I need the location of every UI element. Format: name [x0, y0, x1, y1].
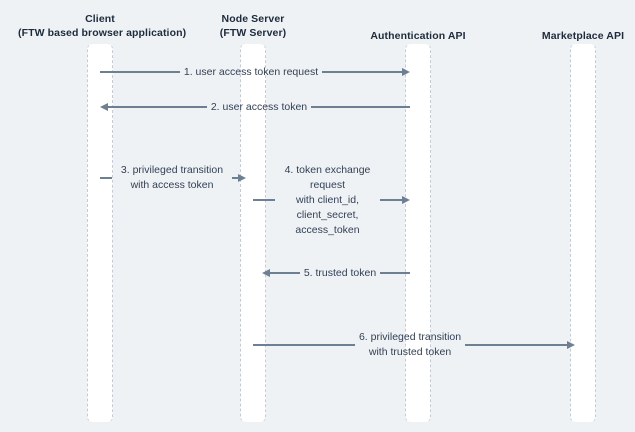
message-line-left — [253, 199, 275, 201]
participant-name-line1: Client — [85, 13, 115, 25]
lifeline-marketplace-api — [570, 44, 596, 422]
message-label: 6. privileged transition with trusted to… — [358, 331, 462, 358]
arrow-head-right-icon — [567, 341, 576, 349]
arrow-head-left-icon — [100, 103, 108, 111]
message-label: 3. privileged transition with access tok… — [120, 164, 224, 191]
message-line-right — [465, 344, 568, 346]
participant-name-line2: (FTW based browser application) — [18, 27, 187, 39]
participant-header-client: Client (FTW based browser application) — [18, 12, 187, 40]
message-line-right — [311, 106, 410, 108]
message-line-right — [232, 177, 238, 179]
participant-header-marketplace-api: Marketplace API — [513, 29, 635, 43]
message-label: 5. trusted token — [303, 266, 377, 279]
message-label: 2. user access token — [210, 100, 308, 113]
message-line-left — [270, 272, 300, 274]
message-line-left — [100, 177, 112, 179]
message-5-trusted-token: 5. trusted token — [262, 265, 411, 281]
arrow-head-right-icon — [402, 68, 410, 76]
participant-name-line1: Marketplace API — [541, 30, 625, 42]
message-line-left — [100, 71, 180, 73]
message-label: 4. token exchange request with client_id… — [284, 163, 371, 236]
message-2-user-access-token: 2. user access token — [100, 99, 410, 115]
arrow-head-right-icon — [402, 196, 410, 204]
message-line-right — [380, 272, 411, 274]
message-6-privileged-transition-with-trusted-token: 6. privileged transition with trusted to… — [253, 328, 576, 362]
message-line-left — [108, 106, 207, 108]
lifeline-node-server — [240, 44, 266, 422]
message-1-user-access-token-request: 1. user access token request — [100, 64, 410, 80]
arrow-head-right-icon — [238, 174, 246, 182]
participant-header-node-server: Node Server (FTW Server) — [193, 12, 313, 40]
message-label: 1. user access token request — [183, 65, 319, 78]
message-line-left — [253, 344, 355, 346]
message-line-right — [380, 199, 402, 201]
participant-name-line1: Authentication API — [370, 30, 466, 42]
arrow-head-left-icon — [262, 269, 270, 277]
message-line-right — [322, 71, 402, 73]
participant-name-line1: Node Server — [221, 13, 285, 25]
participant-header-authentication-api: Authentication API — [348, 29, 488, 43]
message-3-privileged-transition-with-access-token: 3. privileged transition with access tok… — [100, 161, 246, 195]
participant-name-line2: (FTW Server) — [219, 27, 287, 39]
message-4-token-exchange-request: 4. token exchange request with client_id… — [253, 160, 410, 240]
